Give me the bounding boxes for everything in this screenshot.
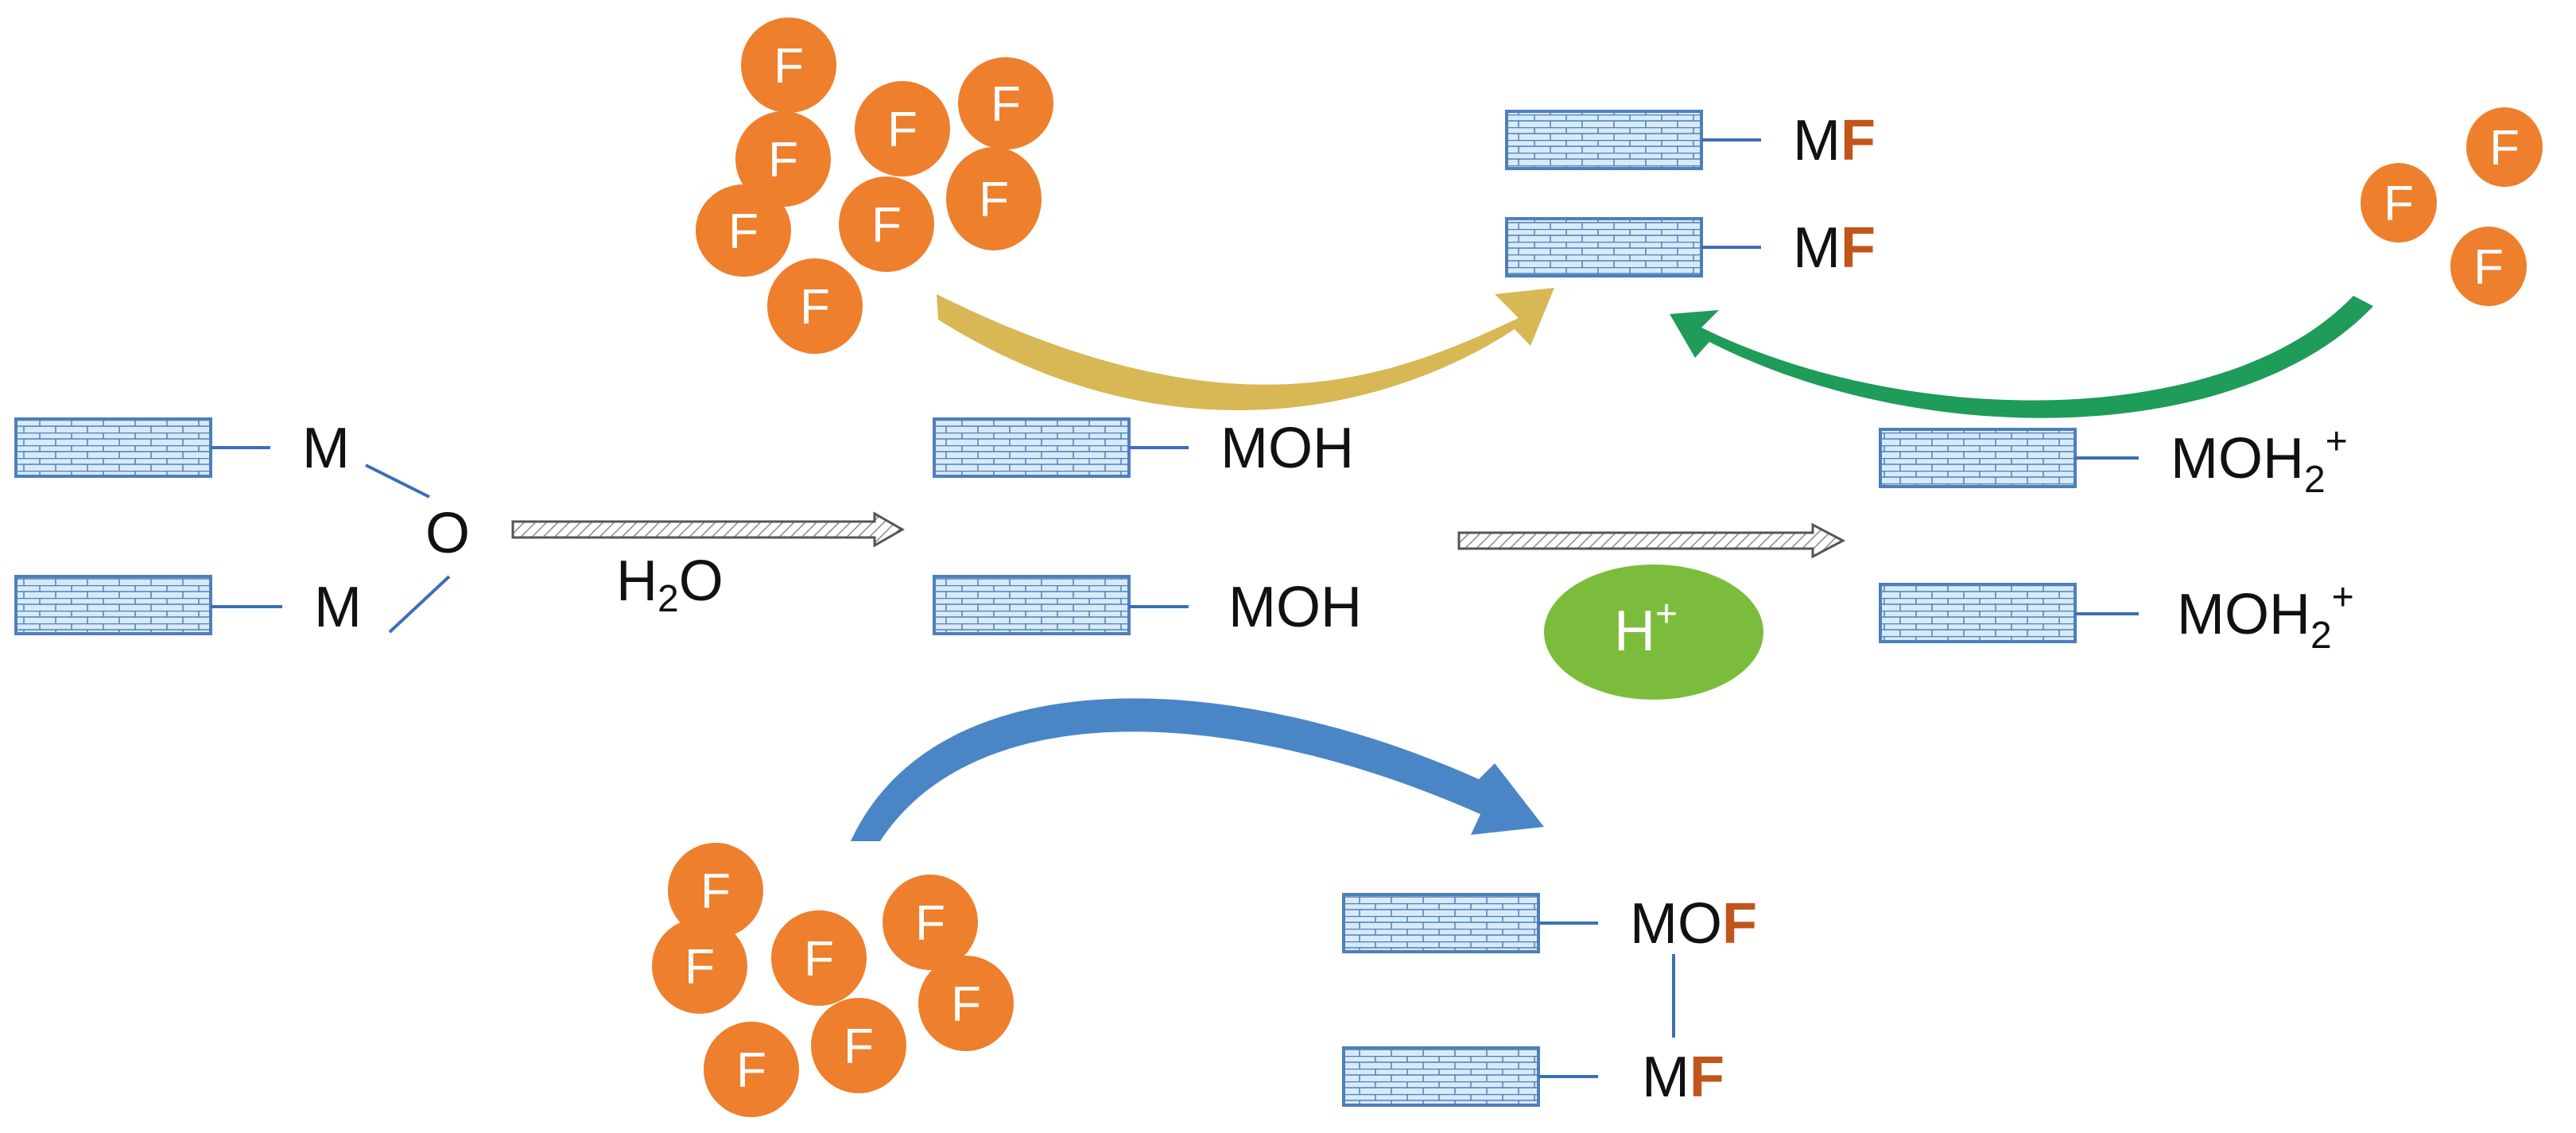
surface-block — [1342, 893, 1540, 953]
fluoride-surface-label: MF — [1793, 109, 1876, 173]
surface-block — [14, 417, 212, 478]
fluoride-surface-label: MF — [1793, 216, 1876, 280]
hydroxylated-group: MOH MOH — [933, 417, 1362, 639]
fluoride-label: F — [768, 133, 798, 188]
fluoride-ion-icon: F — [2466, 107, 2543, 187]
gold-curved-arrow-icon — [937, 288, 1554, 410]
blue-curved-arrow-icon — [851, 698, 1544, 841]
fluoride-label: F — [736, 1043, 766, 1098]
protonation-arrow-group: H+ — [1457, 522, 1846, 700]
fluoride-label: F — [991, 77, 1021, 132]
metal-label: M — [302, 417, 350, 480]
fluoride-ion-icon: F — [704, 1022, 799, 1117]
hydration-arrow-group: H2O — [511, 511, 906, 620]
fluoride-label: F — [915, 896, 945, 951]
metal-label: M — [314, 576, 362, 639]
fluoride-ion-icon: F — [771, 910, 867, 1006]
fluoride-ion-icon: F — [735, 111, 831, 207]
fluoride-label: F — [871, 198, 902, 253]
surface-block — [14, 575, 212, 635]
proton-icon — [1544, 565, 1763, 700]
fluoride-ion-icon: F — [883, 875, 978, 970]
surface-block — [1342, 1046, 1540, 1107]
fluoride-ion-icon: F — [855, 81, 950, 177]
fluoride-ion-icon: F — [668, 843, 763, 938]
green-curved-arrow-icon — [1670, 296, 2373, 418]
fluoride-label: F — [700, 864, 731, 919]
fluoride-ion-icon: F — [839, 177, 934, 272]
proton-label: H+ — [1614, 593, 1678, 663]
fluoride-ion-icon: F — [696, 184, 791, 277]
fluoride-ion-icon: F — [918, 956, 1014, 1051]
fluorinated-bottom-group: MOF MF — [1342, 892, 1757, 1109]
fluoride-ion-icon: F — [741, 17, 836, 113]
fluoride-label: F — [2489, 121, 2520, 176]
surface-block — [1879, 428, 2077, 488]
fluoride-ion-icon: F — [958, 57, 1053, 149]
fluoride-label: F — [2473, 240, 2504, 295]
fluoride-label: F — [804, 932, 834, 987]
surface-block — [933, 417, 1131, 478]
fluoride-ion-icon: F — [767, 258, 863, 354]
fluoride-label: F — [844, 1019, 874, 1074]
fluoride-surface-label: MOF — [1630, 892, 1757, 956]
protonated-label: MOH2+ — [2171, 421, 2348, 501]
fluoride-surface-label: MF — [1642, 1046, 1724, 1109]
fluoride-label: F — [979, 173, 1009, 227]
fluoride-label: F — [774, 39, 804, 94]
fluoride-label: F — [800, 280, 830, 335]
hydroxyl-label: MOH — [1228, 576, 1362, 639]
fluoride-ion-icon: F — [811, 998, 906, 1093]
fluoride-ion-icon: F — [946, 147, 1042, 250]
fluoride-ion-icon: F — [2361, 163, 2437, 243]
curved-arrows — [851, 288, 2373, 841]
surface-block — [933, 575, 1131, 635]
fluoride-label: F — [728, 204, 758, 259]
surface-block — [1505, 217, 1703, 277]
protonated-group: MOH2+ MOH2+ — [1879, 421, 2354, 657]
water-label: H2O — [616, 549, 724, 620]
fluoride-label: F — [685, 940, 715, 995]
fluoride-label: F — [2384, 177, 2414, 231]
oxygen-label: O — [425, 502, 470, 565]
reaction-arrow-icon — [1457, 522, 1846, 559]
fluoride-ion-icon: F — [652, 918, 747, 1014]
bond-line — [388, 575, 451, 634]
fluoride-ion-icon: F — [2450, 227, 2527, 306]
fluorinated-top-group: MF MF — [1505, 109, 1876, 280]
reaction-arrow-icon — [511, 511, 906, 548]
protonated-label: MOH2+ — [2177, 576, 2354, 657]
fluoride-label: F — [951, 977, 981, 1032]
surface-block — [1879, 583, 2077, 643]
fluoride-label: F — [887, 103, 918, 157]
reactant-group: M M O — [14, 417, 470, 639]
hydroxyl-label: MOH — [1220, 417, 1354, 480]
surface-block — [1505, 110, 1703, 170]
bond-line — [365, 464, 430, 499]
